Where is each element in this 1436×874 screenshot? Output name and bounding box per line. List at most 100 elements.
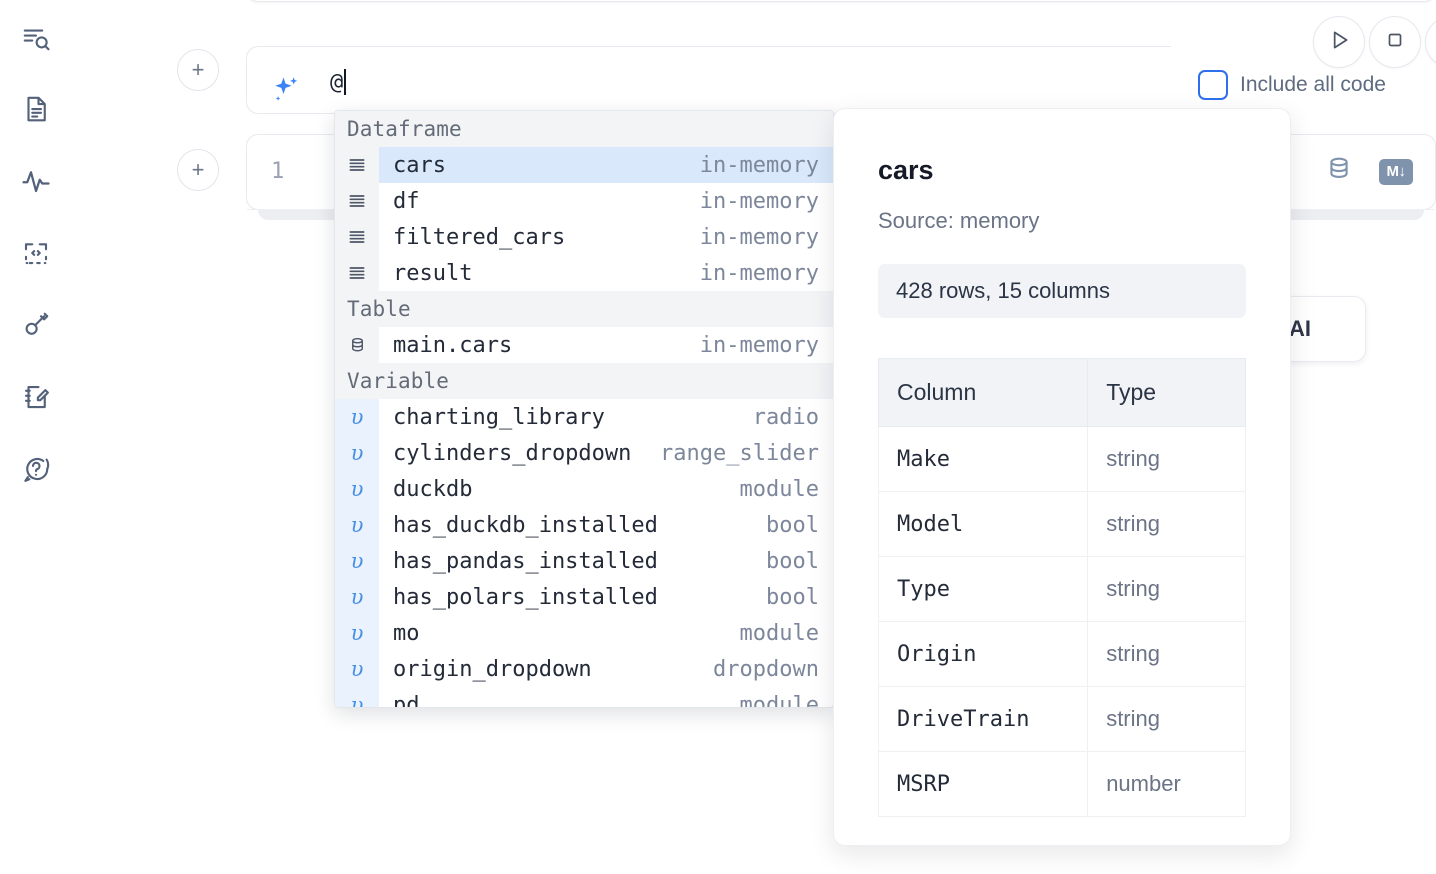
autocomplete-group-header: Table <box>335 291 833 327</box>
autocomplete-item-label: duckdb <box>393 476 473 502</box>
icon-rail <box>0 0 72 874</box>
autocomplete-item-type: in-memory <box>699 224 819 250</box>
play-icon <box>1326 27 1352 58</box>
autocomplete-item-label: result <box>393 260 473 286</box>
autocomplete-item-body: cars in-memory <box>379 147 833 183</box>
autocomplete-item-type: radio <box>752 404 819 430</box>
sidebar-item-snippets[interactable] <box>14 231 58 275</box>
sparkle-ai-icon <box>266 70 306 110</box>
doc-title: cars <box>878 155 934 185</box>
autocomplete-item-type: bool <box>766 548 819 574</box>
include-all-code-control[interactable]: Include all code <box>1198 70 1386 100</box>
header-column: Column <box>877 358 1089 427</box>
sidebar-item-help[interactable] <box>14 447 58 491</box>
cell-column-type: number <box>1087 751 1246 817</box>
documentation-popover: cars Source: memory 428 rows, 15 columns… <box>833 108 1291 846</box>
markdown-icon[interactable]: M↓ <box>1379 158 1413 185</box>
cell-column-type: string <box>1087 426 1246 492</box>
cell-column-type: string <box>1087 491 1246 557</box>
cell-column-name: DriveTrain <box>877 686 1089 752</box>
autocomplete-item-body: charting_library radio <box>379 399 833 435</box>
sidebar-item-notebook[interactable] <box>14 87 58 131</box>
variable-icon: υ <box>335 543 379 579</box>
sidebar-item-scratchpad[interactable] <box>14 375 58 419</box>
autocomplete-item-label: charting_library <box>393 404 605 430</box>
cell-card-above <box>246 0 1436 2</box>
database-icon[interactable] <box>1325 155 1353 188</box>
autocomplete-item-type: module <box>739 620 819 646</box>
autocomplete-item-type: in-memory <box>699 188 819 214</box>
autocomplete-item-label: main.cars <box>393 332 513 358</box>
cell-column-name: Make <box>877 426 1089 492</box>
more-actions-button[interactable] <box>1425 16 1436 68</box>
run-button[interactable] <box>1313 16 1365 68</box>
include-all-code-label: Include all code <box>1240 73 1386 96</box>
autocomplete-item-type: in-memory <box>699 152 819 178</box>
autocomplete-item-type: bool <box>766 512 819 538</box>
variable-icon: υ <box>335 615 379 651</box>
autocomplete-item[interactable]: cars in-memory <box>335 147 833 183</box>
variable-icon: υ <box>335 507 379 543</box>
dataframe-rows-icon <box>335 255 379 291</box>
autocomplete-item-label: has_polars_installed <box>393 584 658 610</box>
doc-stats: 428 rows, 15 columns <box>878 264 1246 318</box>
variable-icon: υ <box>335 471 379 507</box>
help-chat-icon <box>21 454 51 484</box>
code-snippet-icon <box>21 238 51 268</box>
cell-column-type: string <box>1087 686 1246 752</box>
text-caret <box>344 69 347 95</box>
autocomplete-item-type: range_slider <box>660 440 819 466</box>
stop-button[interactable] <box>1369 16 1421 68</box>
explore-search-icon <box>21 23 51 53</box>
add-cell-button-bottom[interactable]: + <box>177 149 219 191</box>
autocomplete-item-label: cars <box>393 152 446 178</box>
autocomplete-item-type: module <box>739 692 819 708</box>
sidebar-item-explore[interactable] <box>14 16 58 60</box>
ai-prompt-input[interactable]: @ <box>330 62 1150 102</box>
autocomplete-item-label: pd <box>393 692 420 708</box>
activity-pulse-icon <box>21 166 51 196</box>
header-type: Type <box>1087 358 1246 427</box>
key-secrets-icon <box>21 310 51 340</box>
cell-column-name: Type <box>877 556 1089 622</box>
sidebar-item-secrets[interactable] <box>14 303 58 347</box>
sidebar-item-activity[interactable] <box>14 159 58 203</box>
autocomplete-item-type: bool <box>766 584 819 610</box>
include-all-code-checkbox[interactable] <box>1198 70 1228 100</box>
cell-column-name: Origin <box>877 621 1089 687</box>
autocomplete-group-header: Dataframe <box>335 111 833 147</box>
ai-prompt-value: @ <box>330 69 344 95</box>
add-cell-button-top[interactable]: + <box>177 49 219 91</box>
database-icon <box>335 327 379 363</box>
stop-square-icon <box>1383 28 1407 57</box>
